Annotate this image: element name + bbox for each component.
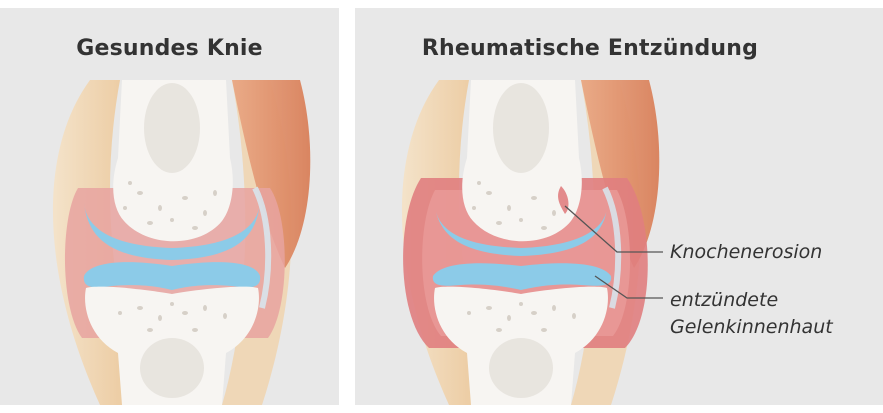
rheumatic-knee-illustration <box>355 8 883 405</box>
erosion-label: Knochenerosion <box>670 239 822 266</box>
healthy-knee-panel: Gesundes Knie <box>0 8 339 405</box>
healthy-knee-illustration <box>0 8 339 405</box>
membrane-label: entzündete Gelenkinnenhaut <box>670 287 833 341</box>
membrane-label-line2: Gelenkinnenhaut <box>670 314 833 341</box>
membrane-label-line1: entzündete <box>670 287 833 314</box>
rheumatic-knee-panel: Rheumatische Entzündung <box>355 8 883 405</box>
